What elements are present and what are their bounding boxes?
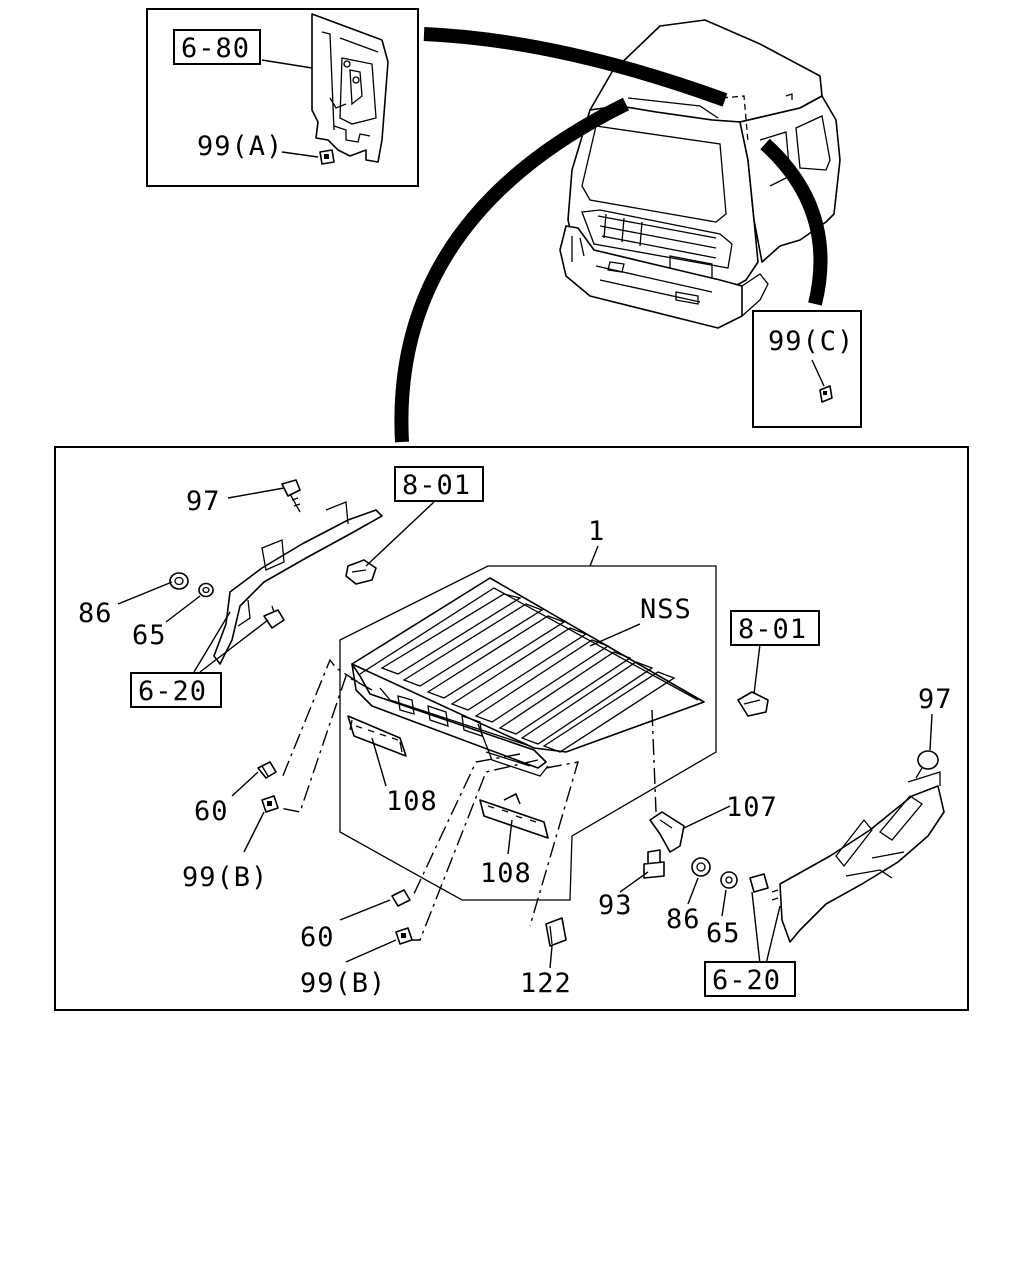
part-93-label: 93	[598, 890, 633, 921]
part-1-label: 1	[588, 516, 605, 547]
part-122-label: 122	[520, 968, 572, 999]
inset-roof-bracket: 6-80 99(A)	[146, 8, 419, 187]
part-99b-bottom-label: 99(B)	[300, 968, 386, 999]
inset-clip-99c: 99(C)	[752, 310, 862, 428]
ref-8-01-left-label: 8-01	[402, 470, 471, 501]
part-108-left-label: 108	[386, 786, 438, 817]
grommet-86-right	[691, 857, 711, 877]
ref-box-8-01-right	[730, 610, 820, 646]
dash-107	[651, 709, 657, 813]
ref-box-6-20-right	[704, 961, 796, 997]
part-86-right-label: 86	[666, 904, 701, 935]
ref-6-80-label: 6-80	[181, 33, 250, 64]
ref-6-20-left-label: 6-20	[138, 676, 207, 707]
part-86-left-label: 86	[78, 598, 113, 629]
part-65-left-label: 65	[132, 620, 167, 651]
part-108-right-label: 108	[480, 858, 532, 889]
ref-8-01-right-label: 8-01	[738, 614, 807, 645]
leader-lines	[117, 487, 933, 969]
clip-60-top	[257, 761, 277, 779]
bolt-93	[643, 849, 665, 879]
lamp-8-01-right	[737, 691, 769, 717]
ref-box-8-01-left	[394, 466, 484, 502]
nut-99b-top	[261, 795, 279, 813]
screw-97-left	[281, 479, 301, 513]
part-97-right-label: 97	[918, 684, 953, 715]
main-frame	[54, 446, 969, 1011]
grommet-86-left	[169, 572, 189, 590]
part-99b-top-label: 99(B)	[182, 862, 268, 893]
dash-60-bottom	[411, 753, 521, 899]
dash-122	[529, 761, 579, 927]
ref-6-20-right-label: 6-20	[712, 965, 781, 996]
left-roof-rail-trim	[213, 501, 383, 665]
headlining-panel	[351, 577, 705, 777]
part-97-left-label: 97	[186, 486, 221, 517]
bracket-108-right	[479, 793, 549, 839]
part-65-right-label: 65	[706, 918, 741, 949]
nut-99b-bottom	[395, 927, 413, 945]
leader-99c	[811, 359, 825, 387]
dash-99b-bottom	[412, 759, 539, 941]
bracket-108-left	[347, 715, 407, 757]
bracket-107	[649, 811, 685, 853]
assembly-outline	[339, 565, 717, 901]
screw-97-right	[915, 750, 939, 779]
part-107-label: 107	[726, 792, 778, 823]
pad-122	[545, 917, 567, 947]
leader-99a	[281, 151, 319, 158]
ref-box-6-20-left	[130, 672, 222, 708]
clip-6-20-left	[263, 605, 285, 629]
arc-to-inset-right	[760, 138, 828, 306]
dash-60-top	[281, 658, 359, 779]
clip-60-bottom	[391, 889, 411, 907]
inset-frame-right	[752, 310, 862, 428]
part-60-top-label: 60	[194, 796, 229, 827]
washer-65-left	[198, 582, 214, 598]
part-60-bottom-label: 60	[300, 922, 335, 953]
dash-99b-top	[279, 674, 373, 813]
inset-frame-top-left	[146, 8, 419, 187]
arc-to-inset-top-left	[423, 27, 728, 107]
truck-cab	[559, 19, 841, 329]
clip-6-20-right	[749, 873, 779, 901]
arc-to-main-box	[394, 97, 630, 443]
right-pillar-trim	[779, 771, 945, 943]
part-99c-label: 99(C)	[768, 326, 854, 357]
clip-99a	[319, 149, 335, 165]
leader-6-80	[261, 59, 313, 69]
nss-label: NSS	[640, 594, 692, 625]
washer-65-right	[720, 871, 738, 889]
lamp-8-01-left	[345, 559, 377, 585]
ref-box-6-80	[173, 29, 261, 65]
part-99a-label: 99(A)	[197, 131, 283, 162]
roof-bracket-panel	[311, 13, 389, 163]
